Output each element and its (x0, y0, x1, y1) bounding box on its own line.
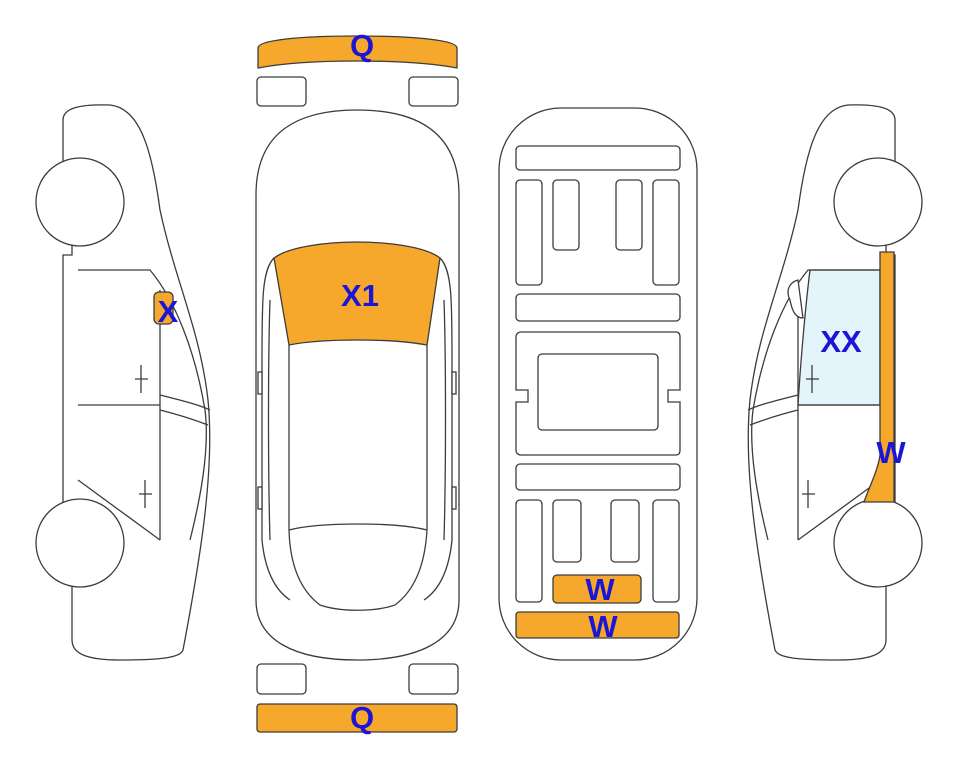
underbody-crossmember-rear (515, 463, 681, 491)
underbody-crossmember-front (515, 293, 681, 322)
underbody-front-left-rail (515, 179, 543, 286)
underbody-front-right-rail (652, 179, 680, 286)
left-front-wheel (35, 157, 125, 247)
right-window-label: XX (820, 324, 862, 359)
front-left-light (256, 76, 307, 107)
right-side-view: XX W (747, 104, 923, 661)
underbody-lower-damage (515, 611, 680, 639)
right-door-seam (443, 299, 447, 541)
right-lower-door-handle (802, 480, 815, 508)
roof-panel (288, 345, 428, 531)
left-a-pillar (261, 257, 291, 601)
right-mirror-rear (451, 486, 457, 510)
rear-left-light (256, 663, 307, 695)
underbody-upper-label: W (585, 572, 615, 607)
rear-bumper-damage (256, 703, 458, 733)
left-side-view: X (35, 104, 211, 661)
right-pillar-damage (863, 251, 895, 503)
left-door-seam (267, 299, 271, 541)
underbody-rear-right-rail (652, 499, 680, 603)
left-mirror-rear (257, 486, 263, 510)
left-rear-wheel (35, 498, 125, 588)
underbody-front-bar (515, 145, 681, 171)
left-lower-door-handle (139, 480, 152, 508)
left-side-damage (153, 291, 174, 325)
underbody-rear-right-box (610, 499, 640, 563)
front-right-light (408, 76, 459, 107)
underbody-rear-left-rail (515, 499, 543, 603)
rear-right-light (408, 663, 459, 695)
underbody-rear-left-box (552, 499, 582, 563)
underbody-center-panel (537, 353, 659, 431)
left-side-label: X (158, 294, 179, 329)
right-pillar-label: W (876, 435, 906, 470)
right-mirror (787, 279, 804, 319)
right-mirror-front (451, 371, 457, 395)
underbody-front-right-box (615, 179, 643, 251)
right-upper-door-handle (806, 365, 819, 393)
underbody-upper-damage (552, 574, 642, 604)
right-rear-wheel (833, 498, 923, 588)
left-window-line (159, 394, 211, 426)
front-bumper-label: Q (350, 28, 374, 63)
underbody-lower-label: W (588, 609, 618, 644)
left-door-line (77, 290, 161, 541)
underbody-front-left-box (552, 179, 580, 251)
underbody-view: W W (498, 107, 698, 661)
rear-window (288, 529, 428, 611)
right-door-line (797, 290, 881, 541)
right-front-wheel (833, 157, 923, 247)
left-upper-door-handle (135, 365, 148, 393)
right-a-pillar (423, 257, 453, 601)
car-body-top (255, 109, 460, 661)
rear-bumper-label: Q (350, 700, 374, 735)
front-bumper-damage (257, 35, 458, 69)
right-window-line (747, 394, 799, 426)
top-view: Q X1 Q (255, 28, 460, 735)
left-mirror-front (257, 371, 263, 395)
windshield-label: X1 (341, 278, 379, 313)
underbody-tunnel-frame (515, 331, 681, 456)
